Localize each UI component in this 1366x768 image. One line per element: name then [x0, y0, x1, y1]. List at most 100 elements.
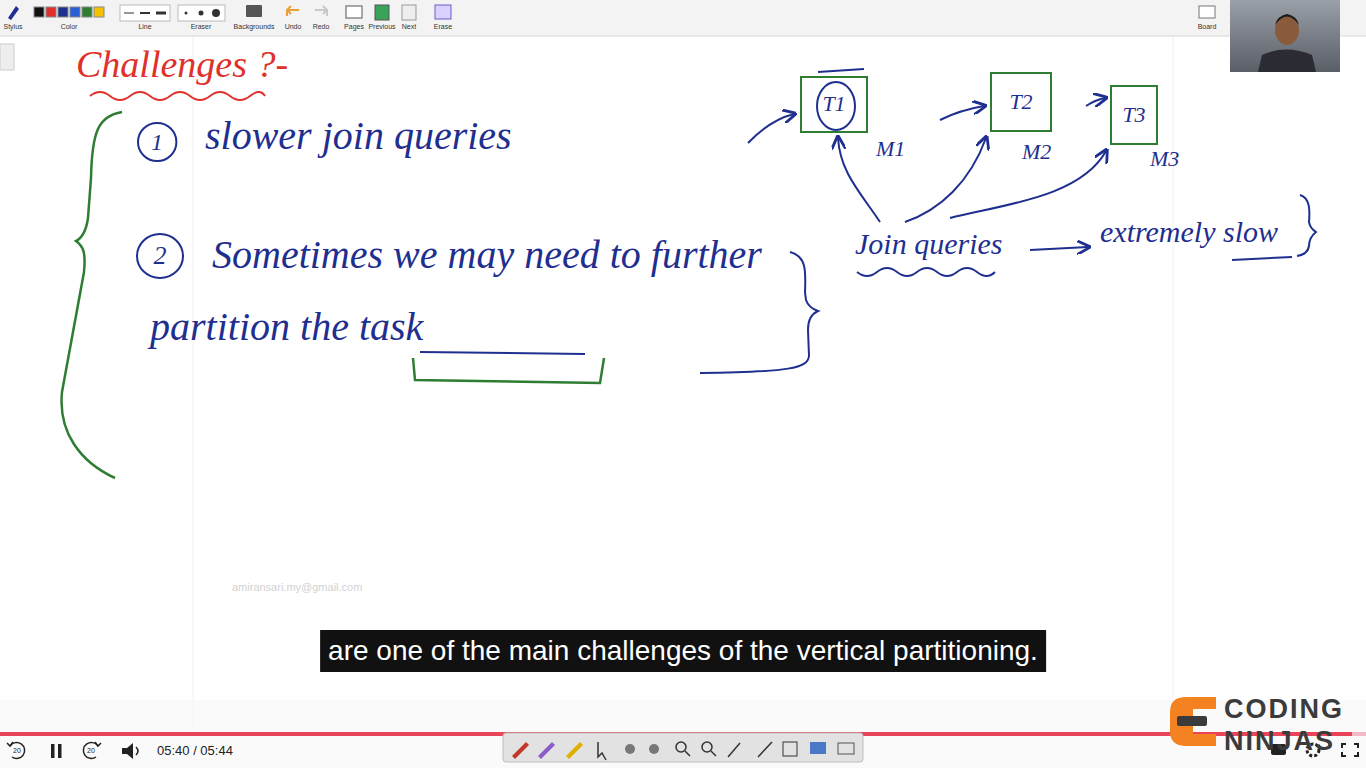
keyboard-tool — [838, 743, 854, 754]
toolbar-label: Redo — [313, 23, 330, 31]
forward-icon — [95, 742, 101, 746]
previous-icon — [375, 5, 389, 20]
query-note: Join queries — [855, 226, 1002, 262]
line-sample — [156, 12, 166, 15]
rewind-icon — [7, 742, 13, 746]
toolbar-label: Board — [1198, 23, 1217, 31]
incoming-arrow — [748, 114, 794, 143]
color-swatch — [34, 7, 44, 17]
pen-stroke — [818, 69, 864, 72]
color-swatch — [94, 7, 104, 17]
erase-icon — [435, 5, 451, 19]
pen-tool — [512, 742, 529, 759]
toolbar-label: Line — [138, 23, 151, 31]
toolbar-label: Next — [402, 23, 416, 31]
line-sample — [124, 13, 134, 14]
result-arrow — [1030, 247, 1088, 250]
list-number: 1 — [137, 122, 177, 162]
pointer-tool — [598, 742, 606, 760]
eraser-dot — [185, 12, 188, 15]
stylus-icon — [8, 6, 19, 20]
backgrounds-icon — [246, 5, 262, 17]
highlighter-tool — [566, 742, 583, 759]
zoom-tool — [702, 742, 712, 752]
redo-icon — [315, 6, 327, 16]
color-swatch — [58, 7, 68, 17]
toolbar-label: Erase — [434, 23, 452, 31]
volume-icon — [136, 747, 138, 755]
node-text: T2 — [1009, 90, 1032, 114]
presenter-head — [1275, 15, 1299, 45]
query-arrow — [838, 138, 880, 222]
incoming-arrow — [1086, 98, 1105, 106]
eraser-picker — [178, 5, 225, 21]
emphasis-bracket — [413, 358, 604, 383]
toolbar-label: Color — [61, 23, 78, 31]
marker-tool — [538, 742, 555, 759]
board-icon — [1199, 6, 1215, 18]
forward-icon — [83, 742, 98, 758]
rewind-icon — [10, 742, 25, 758]
list-number: 2 — [136, 233, 184, 279]
line-picker — [120, 5, 170, 21]
skip-seconds: 20 — [87, 747, 95, 755]
pause-icon — [58, 744, 62, 758]
toolbar-bar — [0, 0, 1366, 36]
page-title: Challenges ?- — [76, 42, 288, 88]
color-swatch — [82, 7, 92, 17]
color-swatch — [70, 7, 80, 17]
emphasis-underline — [1232, 257, 1292, 260]
toolbar-label: Stylus — [3, 23, 22, 31]
brand-name: NINJAS — [1224, 725, 1335, 757]
toolbar-border — [0, 36, 1366, 37]
pen-tool — [728, 743, 740, 757]
node-text: 2 — [154, 242, 167, 271]
toolbar-label: Undo — [285, 23, 302, 31]
skip-seconds: 20 — [13, 747, 21, 755]
toolbar-label: Eraser — [191, 23, 212, 31]
logo-mark — [1170, 697, 1216, 746]
query-arrow — [905, 138, 986, 222]
emphasis-circle — [817, 82, 855, 130]
logo-mask — [1177, 716, 1207, 726]
zoom-tool — [711, 751, 716, 756]
watermark: amiransari.my@gmail.com — [232, 581, 362, 594]
presenter-body — [1258, 50, 1316, 73]
line-sample — [140, 12, 150, 14]
screen-tool — [810, 742, 826, 754]
table-box: T2 — [990, 72, 1052, 132]
next-icon — [402, 5, 416, 20]
volume-icon — [122, 743, 133, 759]
side-handle — [0, 44, 14, 70]
challenge-text: slower join queries — [205, 112, 512, 160]
toolbar-label: Backgrounds — [234, 23, 275, 31]
emphasis-underline — [420, 352, 585, 354]
circle-outline-path — [138, 123, 176, 161]
machine-label: M3 — [1150, 146, 1179, 172]
challenge-text: Sometimes we may need to further partiti… — [150, 219, 810, 363]
eraser-dot — [212, 9, 220, 17]
fullscreen-icon — [1342, 744, 1358, 756]
subtitle: are one of the main challenges of the ve… — [320, 630, 1046, 672]
node-text: 1 — [151, 129, 163, 155]
hand-tool — [625, 744, 635, 754]
color-swatch — [46, 7, 56, 17]
incoming-arrow — [940, 106, 984, 120]
machine-label: M1 — [876, 136, 905, 162]
node-text: T1 — [822, 92, 845, 116]
hand-tool — [649, 744, 659, 754]
line-tool — [758, 742, 772, 757]
presenter-hair — [1275, 14, 1299, 25]
webcam-frame — [1230, 0, 1340, 72]
page-guide — [193, 37, 194, 728]
page-guide — [1173, 37, 1174, 728]
toolbar-label: Previous — [368, 23, 395, 31]
toolbar-label: Pages — [344, 23, 364, 31]
circle-outline-path — [137, 234, 183, 278]
wavy-underline — [857, 268, 995, 276]
pages-icon — [346, 6, 362, 18]
pause-icon — [51, 744, 55, 758]
node-text: T3 — [1122, 103, 1145, 127]
table-box: T1 — [800, 76, 868, 133]
playback-time: 05:40 / 05:44 — [157, 743, 233, 759]
